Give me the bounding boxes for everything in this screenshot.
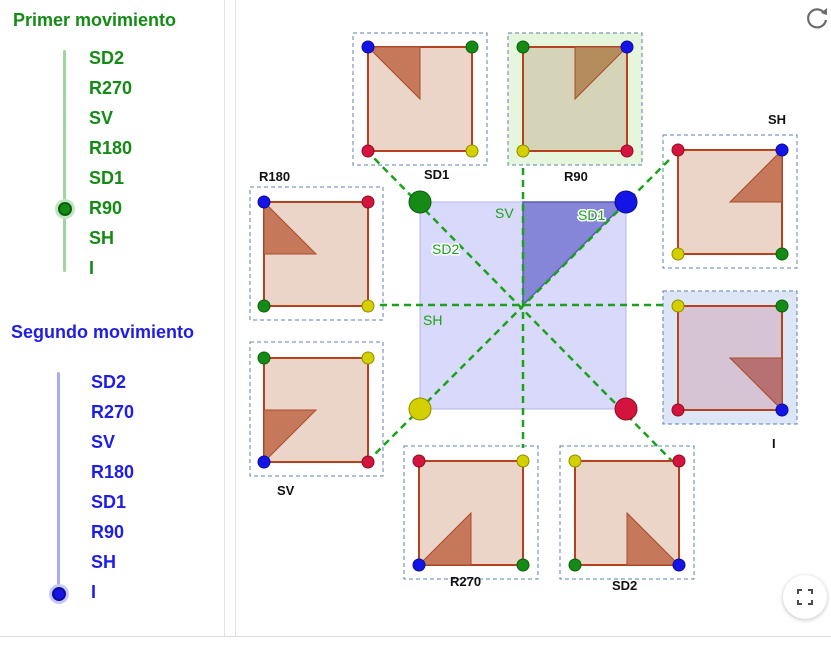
second-movement-slider-knob[interactable] bbox=[52, 587, 66, 601]
first-movement-slider-track[interactable] bbox=[63, 50, 66, 272]
tile-label-i: I bbox=[772, 436, 776, 451]
vertex-green bbox=[465, 40, 479, 54]
second-option-sd2[interactable]: SD2 bbox=[91, 372, 127, 392]
tile-sh bbox=[671, 143, 789, 261]
vertex-blue bbox=[672, 558, 686, 572]
sv-tile-frame bbox=[249, 341, 384, 477]
tile-label-sh: SH bbox=[768, 112, 786, 127]
vertex-green bbox=[568, 558, 582, 572]
sd2-tile-frame bbox=[559, 445, 695, 580]
vertex-yellow bbox=[465, 144, 479, 158]
vertex-red bbox=[361, 144, 375, 158]
vertex-red bbox=[671, 403, 685, 417]
center-vertex-bottom-left[interactable] bbox=[408, 397, 432, 421]
vertex-red bbox=[620, 144, 634, 158]
first-option-sd1[interactable]: SD1 bbox=[89, 168, 125, 188]
first-option-r90[interactable]: R90 bbox=[89, 198, 123, 218]
sh-tile-frame bbox=[662, 134, 798, 269]
first-option-sv[interactable]: SV bbox=[89, 108, 114, 128]
r180-tile-frame bbox=[249, 186, 384, 321]
tile-sd2 bbox=[568, 454, 686, 572]
vertex-red bbox=[671, 143, 685, 157]
second-movement-slider-track[interactable] bbox=[57, 372, 60, 594]
tile-r180 bbox=[257, 195, 375, 313]
tile-label-sv: SV bbox=[277, 483, 295, 498]
vertex-green bbox=[257, 351, 271, 365]
vertex-green bbox=[516, 40, 530, 54]
vertex-green bbox=[775, 299, 789, 313]
tile-label-sd1: SD1 bbox=[424, 167, 449, 182]
tile-sd1 bbox=[361, 40, 479, 158]
vertex-green bbox=[257, 299, 271, 313]
bottom-border bbox=[0, 636, 831, 637]
second-option-sh[interactable]: SH bbox=[91, 552, 117, 572]
vertex-blue bbox=[412, 558, 426, 572]
first-option-sd2[interactable]: SD2 bbox=[89, 48, 125, 68]
tile-i bbox=[671, 299, 789, 417]
second-option-r90[interactable]: R90 bbox=[91, 522, 125, 542]
center-vertex-top-left[interactable] bbox=[408, 190, 432, 214]
vertex-blue bbox=[775, 403, 789, 417]
fullscreen-icon bbox=[797, 589, 813, 605]
vertex-green bbox=[516, 558, 530, 572]
axis-label-sh: SH bbox=[423, 312, 442, 328]
second-option-i[interactable]: I bbox=[91, 582, 97, 602]
sd1-tile-frame bbox=[352, 32, 488, 166]
vertex-red bbox=[672, 454, 686, 468]
center-vertex-top-right[interactable] bbox=[614, 190, 638, 214]
vertex-blue bbox=[361, 40, 375, 54]
center-vertex-bottom-right[interactable] bbox=[614, 397, 638, 421]
vertex-blue bbox=[620, 40, 634, 54]
second-movement-title: Segundo movimiento bbox=[11, 322, 195, 342]
vertex-red bbox=[361, 455, 375, 469]
first-movement-slider-knob[interactable] bbox=[58, 202, 72, 216]
tile-r90 bbox=[516, 40, 634, 158]
vertex-blue bbox=[775, 143, 789, 157]
reset-icon[interactable] bbox=[804, 5, 830, 31]
tile-label-r90: R90 bbox=[564, 169, 588, 184]
vertex-yellow bbox=[361, 351, 375, 365]
fullscreen-button[interactable] bbox=[783, 575, 827, 619]
vertex-yellow bbox=[516, 144, 530, 158]
second-option-r270[interactable]: R270 bbox=[91, 402, 135, 422]
vertex-yellow bbox=[568, 454, 582, 468]
second-option-sd1[interactable]: SD1 bbox=[91, 492, 127, 512]
i-tile-frame bbox=[662, 290, 798, 425]
vertex-yellow bbox=[516, 454, 530, 468]
axis-label-sd2: SD2 bbox=[432, 241, 459, 257]
r90-tile-frame bbox=[507, 32, 643, 166]
vertex-blue bbox=[257, 455, 271, 469]
first-movement-title: Primer movimiento bbox=[13, 10, 177, 30]
r270-tile-frame bbox=[403, 445, 539, 580]
tile-label-r180: R180 bbox=[259, 169, 290, 184]
vertex-yellow bbox=[671, 247, 685, 261]
tile-r270 bbox=[412, 454, 530, 572]
tile-label-r270: R270 bbox=[450, 574, 481, 589]
first-option-r180[interactable]: R180 bbox=[89, 138, 133, 158]
reset-icon-graphic bbox=[807, 8, 828, 29]
vertex-red bbox=[412, 454, 426, 468]
axis-label-sv: SV bbox=[495, 205, 514, 221]
first-option-i[interactable]: I bbox=[89, 258, 95, 278]
vertex-green bbox=[775, 247, 789, 261]
first-option-r270[interactable]: R270 bbox=[89, 78, 133, 98]
vertex-yellow bbox=[361, 299, 375, 313]
vertex-blue bbox=[257, 195, 271, 209]
vertex-red bbox=[361, 195, 375, 209]
second-option-sv[interactable]: SV bbox=[91, 432, 116, 452]
control-panel: Primer movimiento SD2 R270 SV R180 SD1 R… bbox=[0, 0, 224, 636]
panel-divider[interactable] bbox=[224, 0, 236, 636]
first-option-sh[interactable]: SH bbox=[89, 228, 115, 248]
second-option-r180[interactable]: R180 bbox=[91, 462, 135, 482]
tile-label-sd2: SD2 bbox=[612, 578, 637, 593]
vertex-yellow bbox=[671, 299, 685, 313]
axis-label-sd1: SD1 bbox=[578, 207, 605, 223]
tile-sv bbox=[257, 351, 375, 469]
